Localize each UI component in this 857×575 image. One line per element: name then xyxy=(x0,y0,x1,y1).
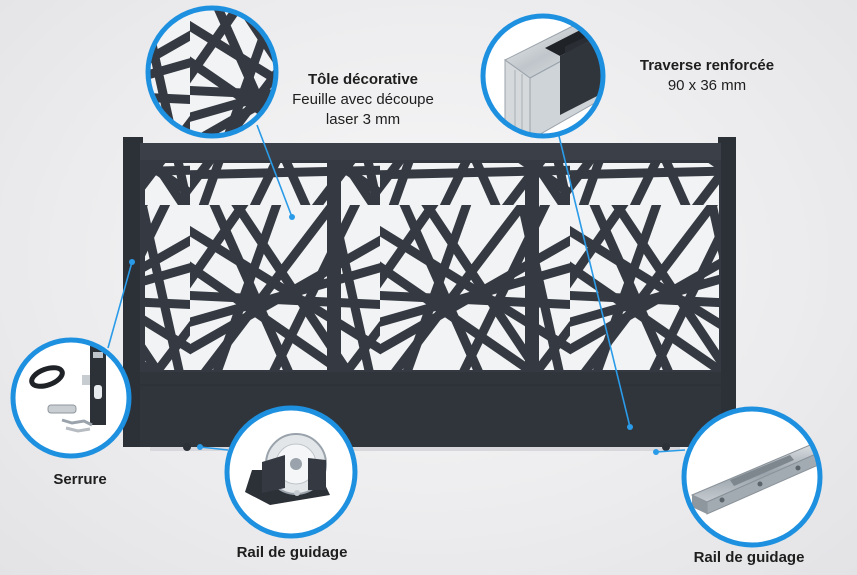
traverse-line1: 90 x 36 mm xyxy=(667,77,747,94)
label-rail-guidage-left: Rail de guidage xyxy=(207,543,377,563)
label-tole-decorative: Tôle décorative Feuille avec découpe las… xyxy=(278,70,448,130)
label-rail-guidage-right: Rail de guidage xyxy=(664,548,834,568)
label-traverse-renforcee: Traverse renforcée 90 x 36 mm xyxy=(612,56,802,96)
leader-dots xyxy=(129,214,659,455)
decorative-panel-3 xyxy=(539,163,719,370)
sliding-gate xyxy=(123,137,736,451)
ground-rail xyxy=(150,447,680,451)
wheel-right xyxy=(662,443,670,451)
cylinder-icon xyxy=(47,404,77,414)
callout-rail-guidage-left xyxy=(224,405,358,539)
rail-right-title: Rail de guidage xyxy=(693,549,805,566)
callout-serrure xyxy=(10,337,132,459)
tole-title: Tôle décorative xyxy=(307,71,419,88)
gate-right-post xyxy=(718,137,736,447)
callout-rail-guidage-right xyxy=(681,406,823,548)
traverse-title: Traverse renforcée xyxy=(639,57,775,74)
label-serrure: Serrure xyxy=(30,470,130,490)
bottom-plate xyxy=(140,372,721,447)
decorative-panel-1 xyxy=(145,163,327,370)
callout-traverse-renforcee xyxy=(480,13,606,139)
wheel-left xyxy=(183,443,191,451)
rail-left-title: Rail de guidage xyxy=(236,544,348,561)
gate-left-post xyxy=(123,137,143,447)
callout-tole-decorative xyxy=(145,5,279,139)
serrure-title: Serrure xyxy=(53,471,107,488)
handle-icon xyxy=(29,365,65,389)
decorative-panel-2 xyxy=(341,163,525,370)
leader-lines xyxy=(107,124,686,453)
tole-line1: Feuille avec découpe xyxy=(292,91,434,108)
tole-line2: laser 3 mm xyxy=(325,111,401,128)
top-rail xyxy=(140,143,721,160)
